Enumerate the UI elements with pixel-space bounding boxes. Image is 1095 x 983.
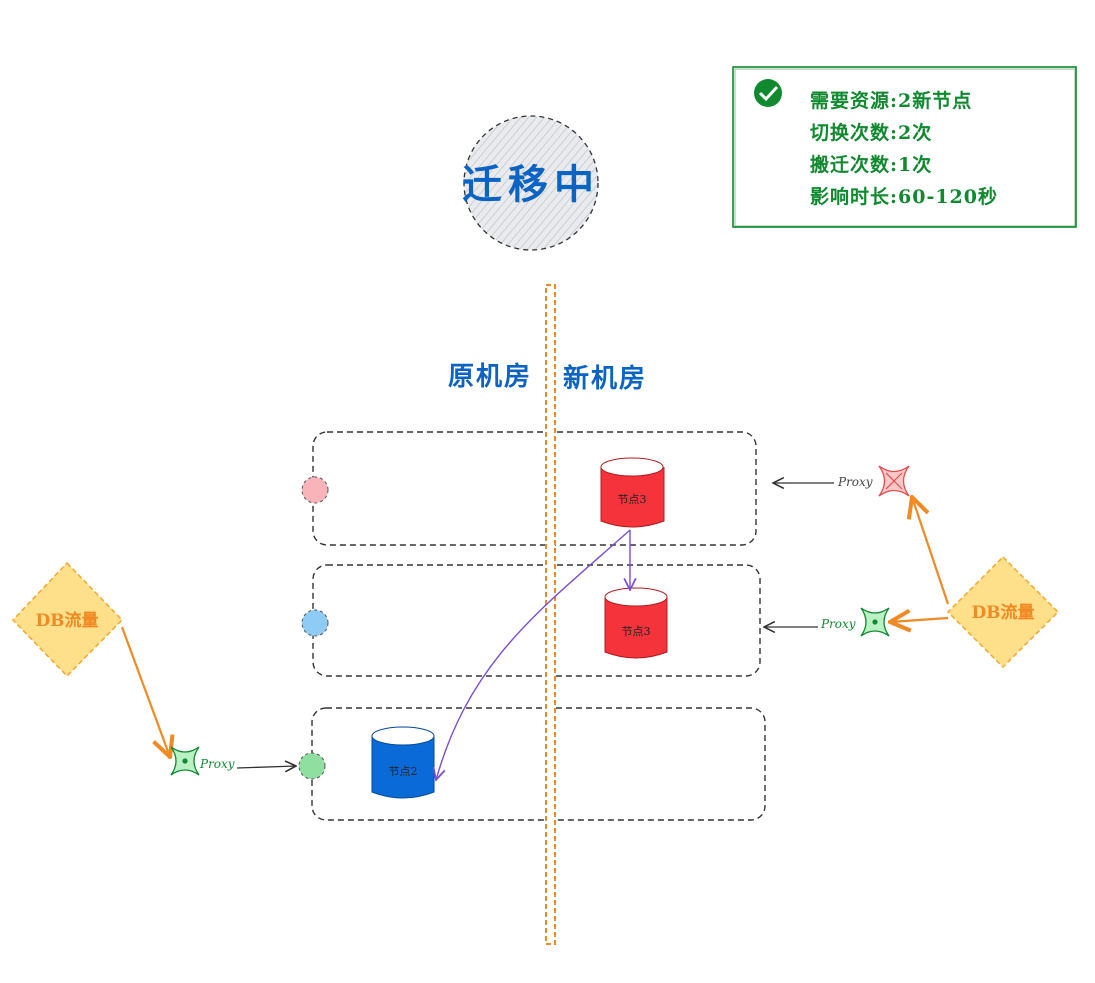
row-container-2: [312, 564, 761, 677]
info-line-2: 切换次数:2次: [810, 121, 932, 144]
port-circle-green: [298, 752, 326, 780]
db-traffic-left: DB流量: [11, 561, 124, 678]
db-node-label: 节点3: [618, 493, 647, 506]
room-label-new: 新机房: [563, 363, 647, 394]
info-box: 需要资源:2新节点 切换次数:2次 搬迁次数:1次 影响时长:60-120秒: [732, 66, 1077, 228]
traffic-arrow-right-top: [912, 497, 950, 605]
migrate-arrow-to-node2: [436, 529, 631, 780]
info-line-1: 需要资源:2新节点: [810, 89, 972, 112]
info-line-3: 搬迁次数:1次: [810, 153, 932, 176]
db-node-3-mid: 节点3: [604, 587, 668, 659]
room-divider: [545, 284, 556, 945]
status-title: 迁移中: [462, 161, 600, 208]
proxy-left-icon: [170, 746, 200, 776]
proxy-arrow-left: [236, 766, 296, 768]
db-traffic-right-label: DB流量: [971, 602, 1034, 623]
db-node-label: 节点2: [389, 765, 418, 778]
traffic-arrow-left: [120, 626, 170, 757]
info-line-4: 影响时长:60-120秒: [810, 185, 998, 208]
db-node-3-top: 节点3: [600, 457, 665, 528]
row-container-1: [312, 431, 757, 546]
proxy-left-label: Proxy: [199, 757, 235, 771]
proxy-right-mid-label: Proxy: [820, 617, 856, 631]
status-circle: 迁移中: [462, 115, 600, 251]
port-circle-blue: [301, 609, 329, 637]
proxy-right-mid-icon: [860, 607, 890, 637]
port-circle-red: [301, 476, 329, 504]
traffic-arrow-right-mid: [890, 618, 949, 622]
db-node-2: 节点2: [371, 726, 435, 799]
proxy-right-top-icon: [878, 465, 910, 497]
room-label-origin: 原机房: [448, 362, 532, 392]
db-node-label: 节点3: [622, 625, 651, 638]
proxy-right-top-label: Proxy: [837, 475, 873, 489]
db-traffic-left-label: DB流量: [35, 610, 98, 631]
db-traffic-right: DB流量: [946, 555, 1060, 669]
check-circle-icon: [754, 79, 782, 107]
